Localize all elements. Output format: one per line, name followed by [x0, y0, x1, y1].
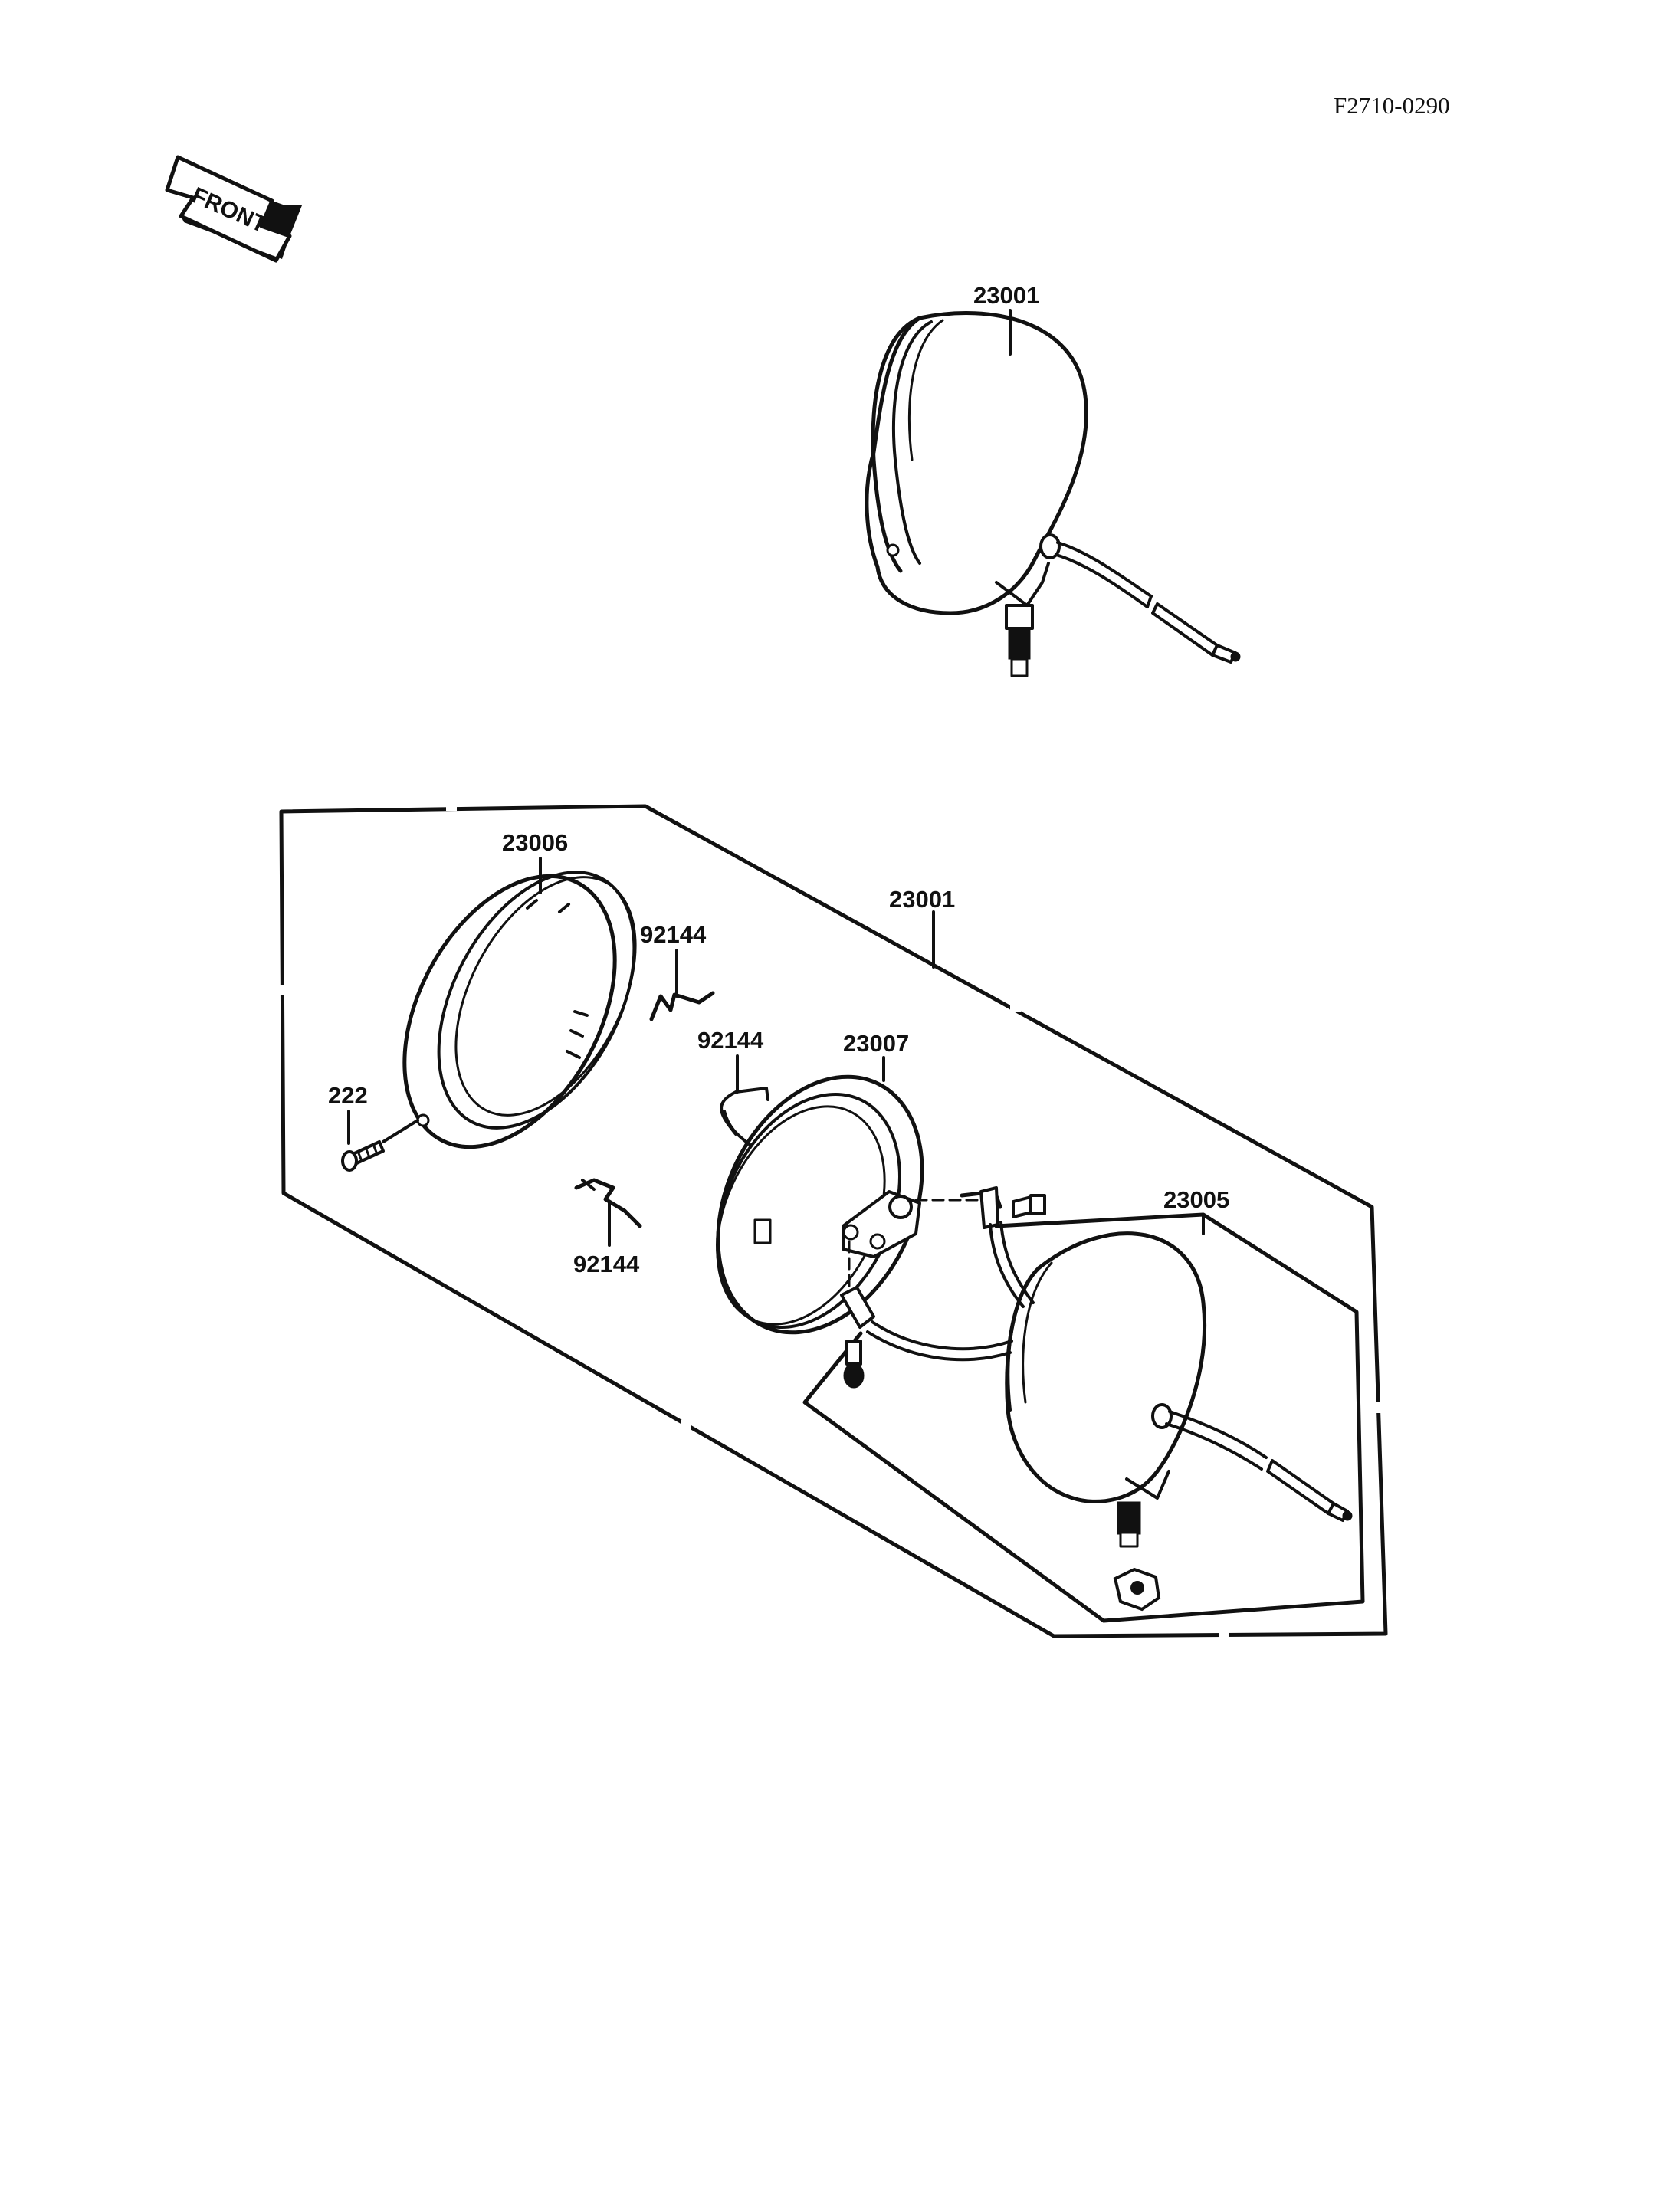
rim-ring — [402, 871, 637, 1149]
ground-lug-icon — [840, 1286, 875, 1329]
spring-icon-1 — [649, 991, 715, 1021]
label-spring-1: 92144 — [640, 921, 707, 948]
connector-icon — [979, 1186, 999, 1229]
outline-break-marks — [277, 802, 1387, 1639]
drawing-code: F2710-0290 — [1334, 92, 1450, 119]
assembly-outline — [279, 804, 1388, 1638]
headlight-housing — [1005, 1231, 1353, 1548]
spring-icon-3 — [574, 1178, 642, 1228]
label-ring: 23006 — [502, 829, 568, 856]
top-headlight — [865, 311, 1241, 677]
lower-bolt-icon — [843, 1340, 865, 1389]
headlight-unit — [716, 1074, 924, 1335]
bolt-icon — [1012, 1194, 1046, 1218]
label-housing: 23005 — [1163, 1186, 1229, 1213]
label-screw: 222 — [328, 1082, 368, 1109]
leader-screw-to-ring — [382, 1119, 419, 1143]
label-spring-2: 92144 — [697, 1027, 764, 1054]
label-spring-3: 92144 — [573, 1251, 640, 1277]
nut-icon — [1113, 1567, 1161, 1612]
label-top-headlight: 23001 — [973, 282, 1039, 309]
screw-icon — [341, 1140, 385, 1172]
label-unit: 23007 — [843, 1030, 909, 1057]
front-arrow-icon: FRONT — [165, 155, 302, 263]
spring-icon-2 — [720, 1087, 769, 1147]
label-assembly: 23001 — [889, 886, 955, 913]
